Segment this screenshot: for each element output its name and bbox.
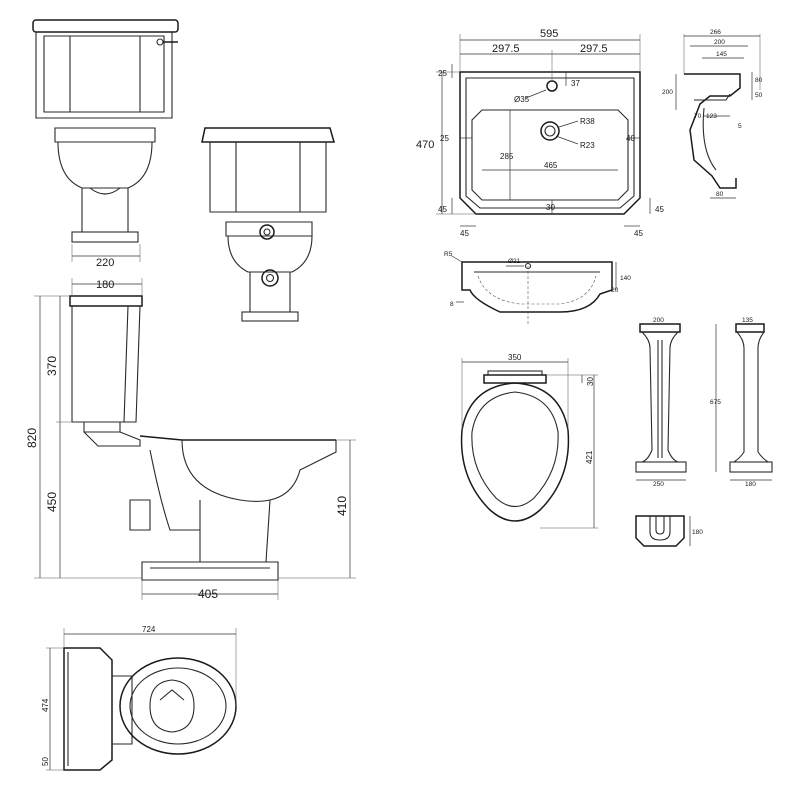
pedestal-front-view: 200 250 xyxy=(635,317,687,488)
dim-side-80: 80 xyxy=(755,77,763,84)
dim-corner-right-h: 45 xyxy=(634,229,643,238)
dim-front-width: 220 xyxy=(96,257,114,269)
dim-waste-outer: R38 xyxy=(580,117,595,126)
dim-side-50: 50 xyxy=(755,92,763,99)
dim-plan-width: 474 xyxy=(41,698,50,712)
dim-corner-left-v: 45 xyxy=(438,205,447,214)
dim-tap-offset: 37 xyxy=(571,79,580,88)
dim-seat-hinge: 30 xyxy=(586,377,595,386)
dim-section-20: 20 xyxy=(611,287,619,294)
dim-side-height: 200 xyxy=(662,89,673,96)
dim-side-left: 25 xyxy=(440,134,449,143)
dim-cistern-height: 370 xyxy=(45,356,59,376)
dim-basin-depth: 470 xyxy=(416,139,434,151)
dim-seat-width: 350 xyxy=(508,353,522,362)
dim-plan-length: 724 xyxy=(142,625,156,634)
basin-side-section: 266 200 145 200 80 50 70 123 5 80 xyxy=(662,29,763,199)
toilet-perspective-view xyxy=(201,127,335,322)
dim-pedestal-height: 675 xyxy=(710,399,721,406)
dim-side-5: 5 xyxy=(738,123,742,130)
dim-corner-right-v: 45 xyxy=(655,205,664,214)
dim-pan-depth: 405 xyxy=(198,587,218,601)
dim-side-123: 123 xyxy=(706,113,717,120)
dim-tap-hole: Ø35 xyxy=(514,95,530,104)
dim-plan-offset: 50 xyxy=(41,757,50,766)
pedestal-plan-view: 180 xyxy=(635,515,703,547)
basin-plan-view: 595 297.5 297.5 470 25 37 Ø35 R38 R23 28… xyxy=(416,28,664,238)
toilet-plan-view: 724 474 50 xyxy=(41,625,237,771)
dim-section-overflow: Ø21 xyxy=(508,258,521,265)
dim-basin-width: 595 xyxy=(540,28,558,40)
dim-side-200: 200 xyxy=(714,39,725,46)
dim-side-145: 145 xyxy=(716,51,727,58)
dim-corner-left-h: 45 xyxy=(460,229,469,238)
dim-bowl-width: 465 xyxy=(544,161,558,170)
dim-pedestal-top-side: 135 xyxy=(742,317,753,324)
toilet-side-view: 820 370 450 180 410 405 xyxy=(25,278,356,601)
dim-waste-inner: R23 xyxy=(580,141,595,150)
dim-side-total: 266 xyxy=(710,29,721,36)
dim-side-base: 80 xyxy=(716,191,724,198)
dim-seat-depth: 421 xyxy=(585,450,594,464)
dim-section-140: 140 xyxy=(620,275,631,282)
dim-side-70: 70 xyxy=(694,113,702,120)
dim-pedestal-base-front: 250 xyxy=(653,481,664,488)
dim-section-r5: R5 xyxy=(444,251,453,258)
dim-basin-half-left: 297.5 xyxy=(492,43,520,55)
toilet-front-view: 220 xyxy=(32,19,179,269)
dim-pan-height: 450 xyxy=(45,492,59,512)
dim-section-8: 8 xyxy=(450,301,454,308)
dim-basin-half-right: 297.5 xyxy=(580,43,608,55)
dim-side-right: 40 xyxy=(626,134,635,143)
dim-rim-height: 410 xyxy=(335,496,349,516)
dim-pedestal-base-side: 180 xyxy=(745,481,756,488)
basin-cross-section: R5 Ø21 140 20 8 xyxy=(444,251,631,326)
dim-pedestal-plan-depth: 180 xyxy=(692,529,703,536)
dim-cistern-width: 180 xyxy=(96,279,114,291)
pedestal-side-view: 135 675 180 xyxy=(710,317,773,488)
dim-bottom-gap: 30 xyxy=(546,203,555,212)
dim-total-height: 820 xyxy=(25,428,39,448)
dim-basin-top-margin: 25 xyxy=(438,69,447,78)
dim-bowl-depth: 285 xyxy=(500,152,514,161)
seat-plan-view: 350 421 30 xyxy=(460,353,598,529)
dim-pedestal-top-front: 200 xyxy=(653,317,664,324)
